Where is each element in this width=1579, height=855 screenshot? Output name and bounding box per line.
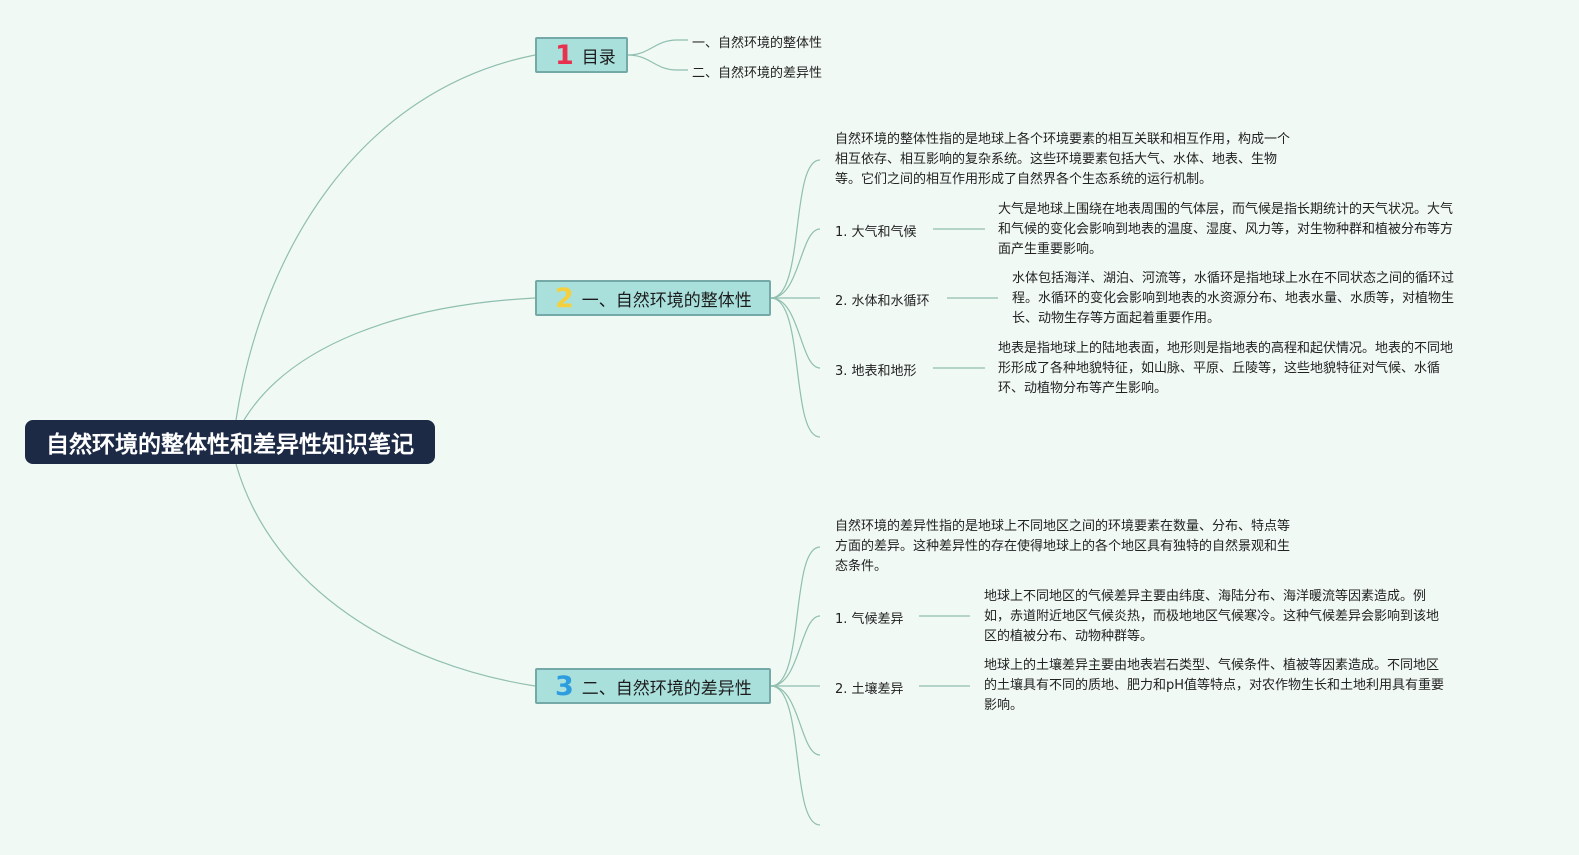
text-line: 自然环境的差异性指的是地球上不同地区之间的环境要素在数量、分布、特点等 — [835, 519, 1291, 534]
text-line: 地球上的土壤差异主要由地表岩石类型、气候条件、植被等因素造成。不同地区 — [984, 658, 1440, 673]
branch-diversity-label: 二、自然环境的差异性 — [581, 678, 752, 699]
diversity-item-climate[interactable]: 1. 气候差异 — [835, 612, 904, 627]
text-line: 形形成了各种地貌特征，如山脉、平原、丘陵等，这些地貌特征对气候、水循 — [998, 361, 1441, 376]
text-line: 面产生重要影响。 — [998, 242, 1103, 257]
branch-holism[interactable]: 2 一、自然环境的整体性 — [535, 280, 771, 316]
text-line: 方面的差异。这种差异性的存在使得地球上的各个地区具有独特的自然景观和生 — [835, 539, 1291, 554]
connector-diversity-intro — [770, 546, 821, 687]
holism-intro[interactable]: 自然环境的整体性指的是地球上各个环境要素的相互关联和相互作用，构成一个 相互依存… — [835, 130, 1290, 190]
text-line: 等。它们之间的相互作用形成了自然界各个生态系统的运行机制。 — [835, 172, 1213, 187]
text-line: 态条件。 — [835, 559, 888, 574]
number-1-icon: 1 — [555, 39, 574, 71]
text-line: 和气候的变化会影响到地表的温度、湿度、风力等，对生物种群和植被分布等方 — [998, 222, 1454, 237]
text-line: 影响。 — [984, 698, 1024, 713]
holism-item-water[interactable]: 2. 水体和水循环 — [835, 294, 930, 309]
branch-holism-label: 一、自然环境的整体性 — [581, 290, 752, 311]
text-line: 地表是指地球上的陆地表面，地形则是指地表的高程和起伏情况。地表的不同地 — [998, 341, 1454, 356]
diversity-intro[interactable]: 自然环境的差异性指的是地球上不同地区之间的环境要素在数量、分布、特点等 方面的差… — [835, 517, 1290, 577]
connector-holism-intro — [770, 159, 821, 299]
text-line: 地球上不同地区的气候差异主要由纬度、海陆分布、海洋暖流等因素造成。例 — [984, 589, 1427, 604]
branch-toc[interactable]: 1 目录 — [535, 37, 628, 73]
toc-item[interactable]: 二、自然环境的差异性 — [692, 66, 823, 81]
holism-item-landform-desc[interactable]: 地表是指地球上的陆地表面，地形则是指地表的高程和起伏情况。地表的不同地 形形成了… — [998, 339, 1453, 399]
holism-item-landform[interactable]: 3. 地表和地形 — [835, 364, 917, 379]
connector-diversity-empty-2 — [770, 685, 821, 826]
text-line: 环、动植物分布等产生影响。 — [998, 381, 1168, 396]
diversity-item-climate-desc[interactable]: 地球上不同地区的气候差异主要由纬度、海陆分布、海洋暖流等因素造成。例 如，赤道附… — [984, 587, 1439, 647]
number-3-icon: 3 — [555, 670, 574, 702]
holism-item-atmosphere-desc[interactable]: 大气是地球上围绕在地表周围的气体层，而气候是指长期统计的天气状况。大气 和气候的… — [998, 200, 1453, 260]
root-node[interactable]: 自然环境的整体性和差异性知识笔记 — [25, 420, 435, 464]
connector-root-holism — [243, 297, 536, 421]
text-line: 自然环境的整体性指的是地球上各个环境要素的相互关联和相互作用，构成一个 — [835, 132, 1291, 147]
root-title: 自然环境的整体性和差异性知识笔记 — [46, 432, 414, 458]
connector-diversity-item-1 — [770, 615, 821, 687]
connector-root-toc — [235, 54, 536, 421]
diversity-item-soil[interactable]: 2. 土壤差异 — [835, 682, 904, 697]
text-line: 相互依存、相互影响的复杂系统。这些环境要素包括大气、水体、地表、生物 — [835, 152, 1278, 167]
connector-toc-item-2 — [627, 54, 688, 71]
text-line: 区的植被分布、动物种群等。 — [984, 629, 1154, 644]
text-line: 长、动物生存等方面起着重要作用。 — [1012, 311, 1221, 326]
diversity-item-soil-desc[interactable]: 地球上的土壤差异主要由地表岩石类型、气候条件、植被等因素造成。不同地区 的土壤具… — [984, 656, 1444, 716]
branch-diversity[interactable]: 3 二、自然环境的差异性 — [535, 668, 771, 704]
connector-diversity-empty-1 — [770, 685, 821, 756]
connector-holism-item-3 — [770, 297, 821, 369]
connector-holism-empty — [770, 297, 821, 438]
text-line: 的土壤具有不同的质地、肥力和pH值等特点，对农作物生长和土地利用具有重要 — [984, 678, 1445, 693]
holism-item-water-desc[interactable]: 水体包括海洋、湖泊、河流等，水循环是指地球上水在不同状态之间的循环过 程。水循环… — [1012, 269, 1454, 329]
holism-item-atmosphere[interactable]: 1. 大气和气候 — [835, 225, 917, 240]
text-line: 如，赤道附近地区气候炎热，而极地地区气候寒冷。这种气候差异会影响到该地 — [984, 609, 1440, 624]
number-2-icon: 2 — [555, 282, 574, 314]
connector-toc-item-1 — [627, 39, 688, 56]
text-line: 程。水循环的变化会影响到地表的水资源分布、地表水量、水质等，对植物生 — [1012, 291, 1455, 306]
branch-toc-label: 目录 — [581, 47, 616, 68]
connector-holism-item-1 — [770, 228, 821, 299]
text-line: 大气是地球上围绕在地表周围的气体层，而气候是指长期统计的天气状况。大气 — [998, 202, 1454, 217]
text-line: 水体包括海洋、湖泊、河流等，水循环是指地球上水在不同状态之间的循环过 — [1012, 271, 1455, 286]
toc-item[interactable]: 一、自然环境的整体性 — [692, 36, 823, 51]
connector-root-diversity — [235, 463, 536, 687]
